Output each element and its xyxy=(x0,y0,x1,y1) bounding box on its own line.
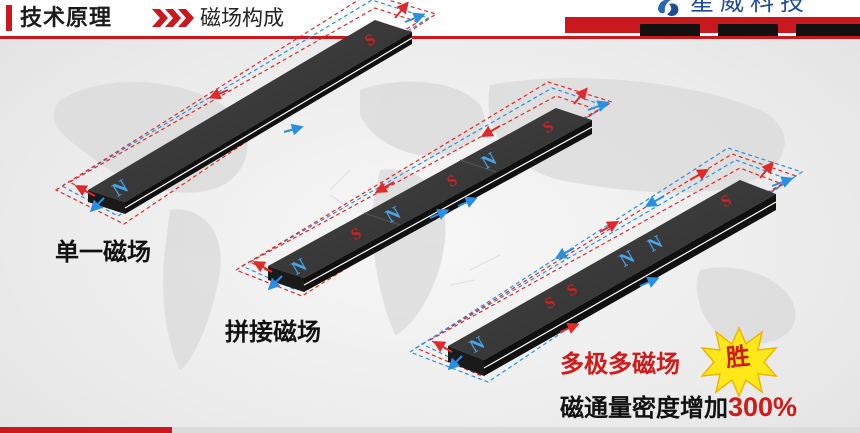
flux-percent: 300% xyxy=(728,392,798,422)
page-title: 技术原理 xyxy=(20,5,113,30)
title-accent-bar xyxy=(6,5,12,31)
logo-mark-icon xyxy=(658,0,679,17)
header-right-band xyxy=(565,17,860,33)
bottom-bar xyxy=(0,427,860,433)
label-spliced-field: 拼接磁场 xyxy=(225,319,321,346)
logo-text: 星威科技 xyxy=(690,0,810,16)
double-chevron-right-icon xyxy=(152,9,194,27)
label-multi-pole-field: 多极多磁场 xyxy=(560,351,680,378)
label-single-field: 单一磁场 xyxy=(55,239,151,266)
single-field-magnet: N S xyxy=(54,0,438,225)
multi-pole-magnet: N S S N N S xyxy=(408,147,804,383)
spliced-field-magnet: N S N S N S xyxy=(234,81,614,297)
page-subtitle: 磁场构成 xyxy=(200,7,284,30)
burst-label: 胜 xyxy=(724,342,752,373)
header-right-bars xyxy=(640,24,860,36)
header-divider xyxy=(0,36,860,39)
flux-prefix: 磁通量密度增加 xyxy=(560,395,728,422)
label-flux-increase: 磁通量密度增加300% xyxy=(560,392,797,424)
starburst-icon xyxy=(700,326,778,398)
